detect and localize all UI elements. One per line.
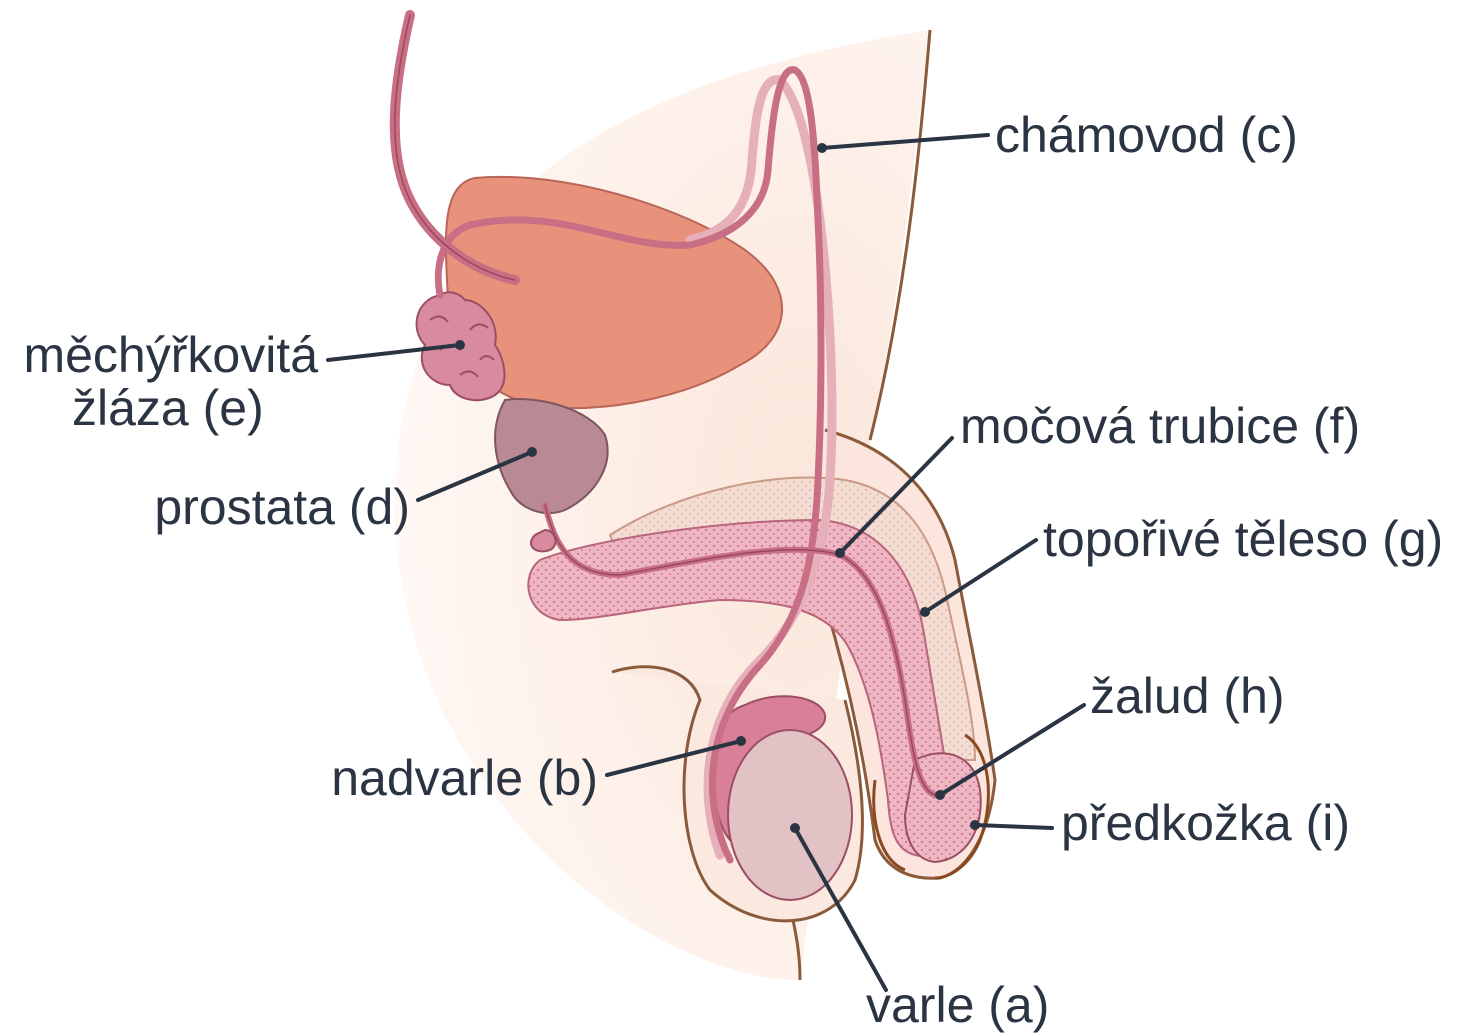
label-foreskin: předkožka (i) [1061, 795, 1350, 851]
dot-prostate [527, 447, 537, 457]
label-seminal-vesicle-line1: měchýřkovitá [23, 327, 318, 383]
label-prostate: prostata (d) [154, 479, 410, 535]
dot-epididymis [736, 736, 746, 746]
dot-testis [790, 823, 800, 833]
label-glans: žalud (h) [1090, 668, 1285, 724]
label-erectile-body: topořivé těleso (g) [1043, 511, 1443, 567]
dot-vas-deferens [817, 143, 827, 153]
label-epididymis: nadvarle (b) [331, 750, 598, 806]
label-testis: varle (a) [866, 977, 1049, 1033]
dot-glans [935, 790, 945, 800]
dot-urethra [835, 548, 845, 558]
dot-foreskin [970, 820, 980, 830]
label-seminal-vesicle-line2: žláza (e) [72, 380, 264, 436]
testis [728, 730, 852, 900]
dot-erectile-body [920, 607, 930, 617]
leader-foreskin [975, 825, 1052, 828]
dot-seminal-vesicle [455, 340, 465, 350]
label-vas-deferens: chámovod (c) [995, 107, 1298, 163]
label-urethra: močová trubice (f) [960, 398, 1360, 454]
